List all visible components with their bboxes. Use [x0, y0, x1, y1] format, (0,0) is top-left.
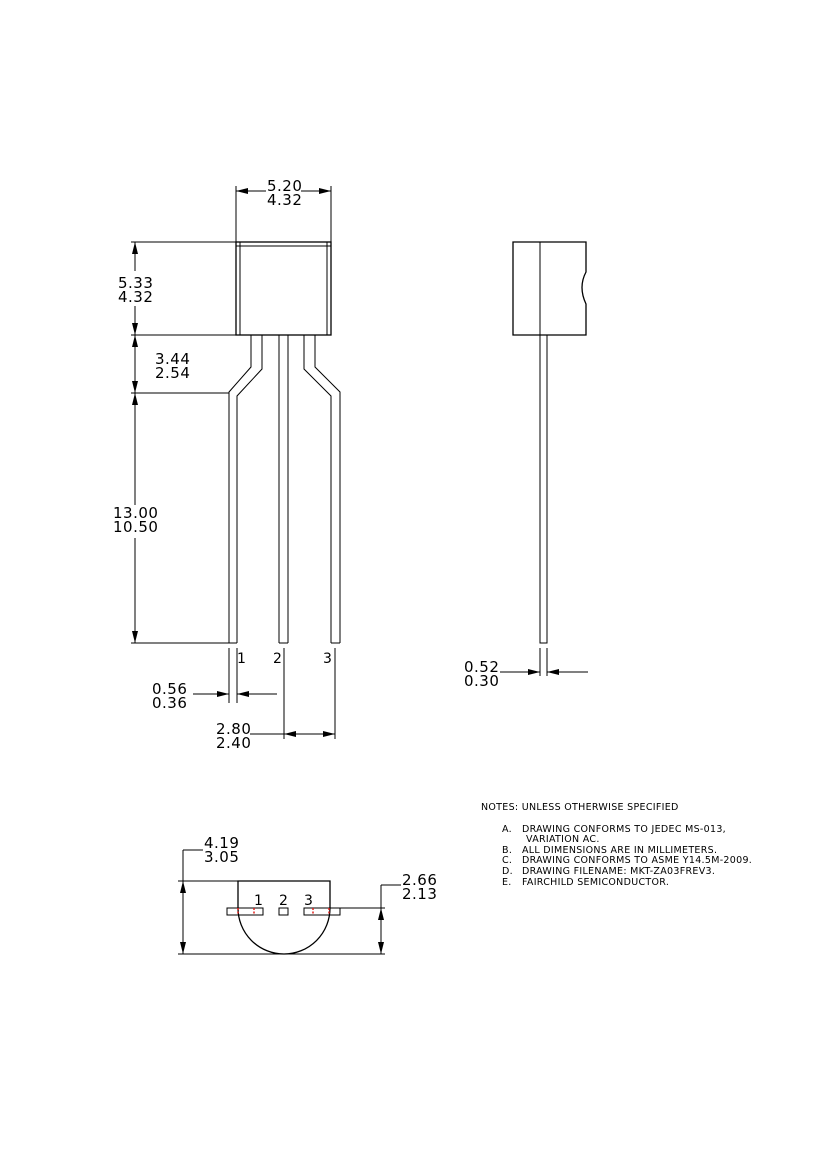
body-height-max: 5.33	[118, 274, 153, 292]
front-pin-label-2: 2	[273, 651, 282, 667]
note-a-line-2: VARIATION AC.	[526, 834, 600, 845]
bottom-view: 1 2 3 4.19 3.05 2.66 2.13	[178, 834, 437, 955]
front-pin-label-1: 1	[237, 651, 246, 667]
lead-width-max: 0.56	[152, 680, 187, 698]
bottom-body	[237, 880, 331, 955]
lead-length-max: 13.00	[113, 504, 158, 522]
bottom-pin-label-3: 3	[304, 893, 313, 909]
body-width-min: 4.32	[267, 191, 302, 209]
body-height-min: 4.32	[118, 288, 153, 306]
lead-length-min: 10.50	[113, 518, 158, 536]
lead-1	[228, 335, 252, 643]
overall-height-min: 3.05	[204, 848, 239, 866]
bottom-pad-2	[278, 907, 289, 916]
overall-height-max: 4.19	[204, 834, 239, 852]
bottom-pin-label-1: 1	[254, 893, 263, 909]
front-pin-label-3: 3	[323, 651, 332, 667]
note-c-letter: C.	[502, 855, 512, 866]
lead-3	[303, 335, 332, 643]
lead-width-min: 0.36	[152, 694, 187, 712]
side-lead	[539, 335, 548, 644]
seating-height-max: 2.66	[402, 871, 437, 889]
front-view: 1 2 3 5.20 4.32 5.33 4.32 3.44 2.54	[113, 177, 341, 752]
note-d-letter: D.	[502, 866, 513, 877]
lead-bend-height-max: 3.44	[155, 350, 190, 368]
note-e-line-1: FAIRCHILD SEMICONDUCTOR.	[522, 877, 669, 888]
note-d-line-1: DRAWING FILENAME: MKT-ZA03FREV3.	[522, 866, 715, 877]
note-e-letter: E.	[502, 877, 512, 888]
lead-thickness-max: 0.52	[464, 658, 499, 676]
seating-height-min: 2.13	[402, 885, 437, 903]
lead-pitch-max: 2.80	[216, 720, 251, 738]
front-body	[235, 241, 332, 336]
side-body	[512, 241, 587, 336]
note-a-letter: A.	[502, 824, 512, 835]
note-b-line-1: ALL DIMENSIONS ARE IN MILLIMETERS.	[522, 845, 717, 856]
bottom-pad-1	[226, 907, 264, 916]
lead-thickness-min: 0.30	[464, 672, 499, 690]
body-width-max: 5.20	[267, 177, 302, 195]
bottom-pin-label-2: 2	[279, 893, 288, 909]
side-view: 0.52 0.30	[464, 241, 588, 690]
lead-bend-height-min: 2.54	[155, 364, 190, 382]
note-b-letter: B.	[502, 845, 512, 856]
lead-pitch-min: 2.40	[216, 734, 251, 752]
note-a-line-1: DRAWING CONFORMS TO JEDEC MS-013,	[522, 824, 726, 835]
notes-heading: NOTES: UNLESS OTHERWISE SPECIFIED	[481, 802, 679, 813]
notes-block: NOTES: UNLESS OTHERWISE SPECIFIED A. DRA…	[481, 802, 752, 888]
bottom-pad-3	[303, 907, 341, 916]
note-c-line-1: DRAWING CONFORMS TO ASME Y14.5M-2009.	[522, 855, 752, 866]
